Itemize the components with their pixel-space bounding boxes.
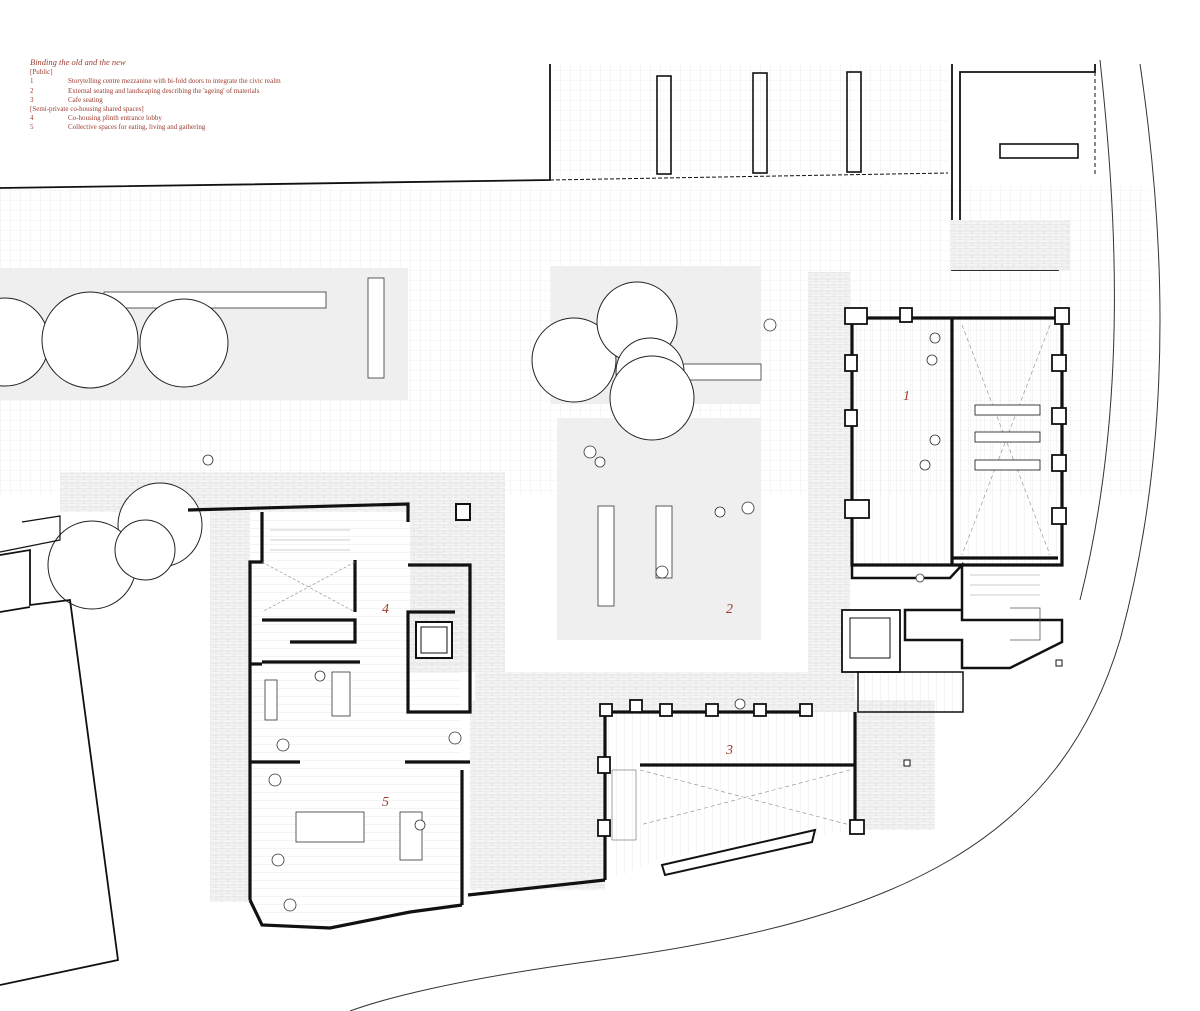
legend-item-number: 1 <box>30 77 34 86</box>
legend-title: Binding the old and the new <box>30 57 126 67</box>
legend-item: 3 Cafe seating <box>30 96 290 105</box>
legend-section-private: [Semi-private co-housing shared spaces] <box>30 105 144 114</box>
west-building <box>0 515 120 986</box>
zone-labels: 1 2 3 4 5 <box>382 389 910 810</box>
legend-item: 2 External seating and landscaping descr… <box>30 87 290 96</box>
zone-label-1: 1 <box>903 389 910 404</box>
legend-item-text: Co-housing plinth entrance lobby <box>68 114 162 123</box>
legend-item-text: Collective spaces for eating, living and… <box>68 123 206 132</box>
legend: Binding the old and the new [Public] 1 S… <box>30 57 290 133</box>
storytelling-centre <box>841 307 1070 767</box>
people-furniture <box>202 318 941 912</box>
trees <box>0 281 695 610</box>
zone-label-3: 3 <box>725 743 733 758</box>
road-edge <box>349 59 1161 1011</box>
legend-item: 5 Collective spaces for eating, living a… <box>30 123 290 132</box>
zone-label-4: 4 <box>382 602 389 617</box>
legend-item: 4 Co-housing plinth entrance lobby <box>30 114 290 123</box>
legend-item-text: External seating and landscaping describ… <box>68 86 260 95</box>
legend-item-text: Storytelling centre mezzanine with bi-fo… <box>68 77 281 86</box>
zone-label-2: 2 <box>726 602 733 617</box>
legend-item-text: Cafe seating <box>68 95 103 104</box>
legend-section-public: [Public] <box>30 68 53 77</box>
legend-item-number: 2 <box>30 86 34 95</box>
legend-item-number: 3 <box>30 95 34 104</box>
legend-item-number: 4 <box>30 114 34 123</box>
cafe-building <box>467 699 865 897</box>
co-housing-building <box>187 502 472 930</box>
legend-item-number: 5 <box>30 123 34 132</box>
legend-item: 1 Storytelling centre mezzanine with bi-… <box>30 77 290 86</box>
zone-label-5: 5 <box>382 795 389 810</box>
